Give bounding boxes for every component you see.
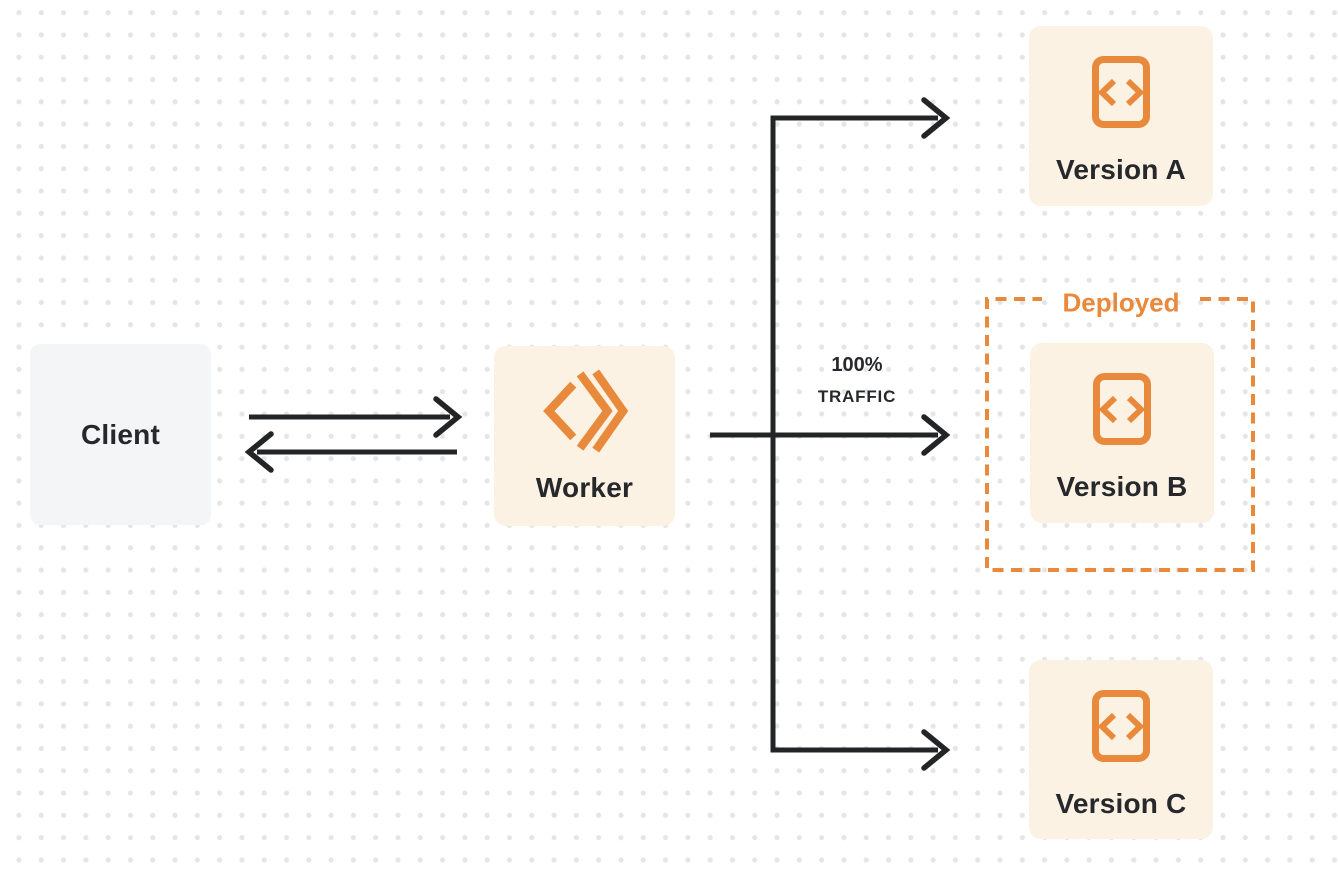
version-a-label: Version A: [1056, 154, 1186, 185]
arrowhead-worker-to-client: [244, 431, 274, 473]
version-c-node: Version C: [1029, 660, 1213, 839]
code-file-icon: [1092, 56, 1150, 128]
version-a-node: Version A: [1029, 26, 1213, 206]
code-file-icon: [1093, 373, 1151, 445]
version-b-label: Version B: [1056, 471, 1188, 502]
arrowhead-to-version-a: [921, 97, 951, 139]
arrowhead-to-version-c: [921, 729, 951, 771]
worker-node: Worker: [494, 346, 675, 526]
deployed-label: Deployed: [1062, 287, 1180, 318]
version-c-label: Version C: [1055, 788, 1187, 819]
branch-line: [770, 115, 938, 753]
workers-logo-icon: [542, 369, 628, 453]
traffic-percent-text: 100%: [831, 354, 883, 376]
client-node: Client: [30, 344, 211, 525]
traffic-word-text: TRAFFIC: [817, 387, 897, 406]
arrowhead-client-to-worker: [433, 396, 463, 438]
version-b-node: Version B: [1030, 343, 1214, 523]
code-file-icon: [1092, 690, 1150, 762]
client-label: Client: [81, 419, 160, 450]
worker-label: Worker: [535, 472, 634, 503]
traffic-label: 100% TRAFFIC: [818, 350, 896, 412]
arrowhead-to-version-b: [921, 414, 951, 456]
